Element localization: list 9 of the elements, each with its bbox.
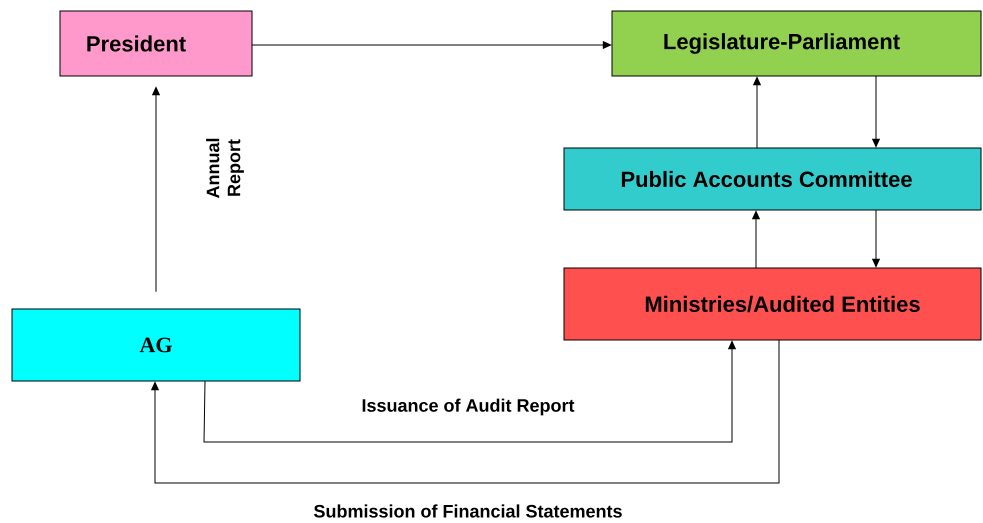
box: AG [12, 308, 300, 382]
box: Ministries/Audited Entities [564, 268, 982, 340]
box: Public Accounts Committee [564, 148, 982, 210]
box: President [60, 10, 252, 76]
arrow [150, 340, 780, 484]
edge-label: Submission of Financial Statements [312, 503, 624, 519]
edge-label: Annual Report [205, 130, 245, 206]
box: Legislature-Parliament [612, 10, 982, 76]
edge-label: Issuance of Audit Report [360, 398, 576, 416]
